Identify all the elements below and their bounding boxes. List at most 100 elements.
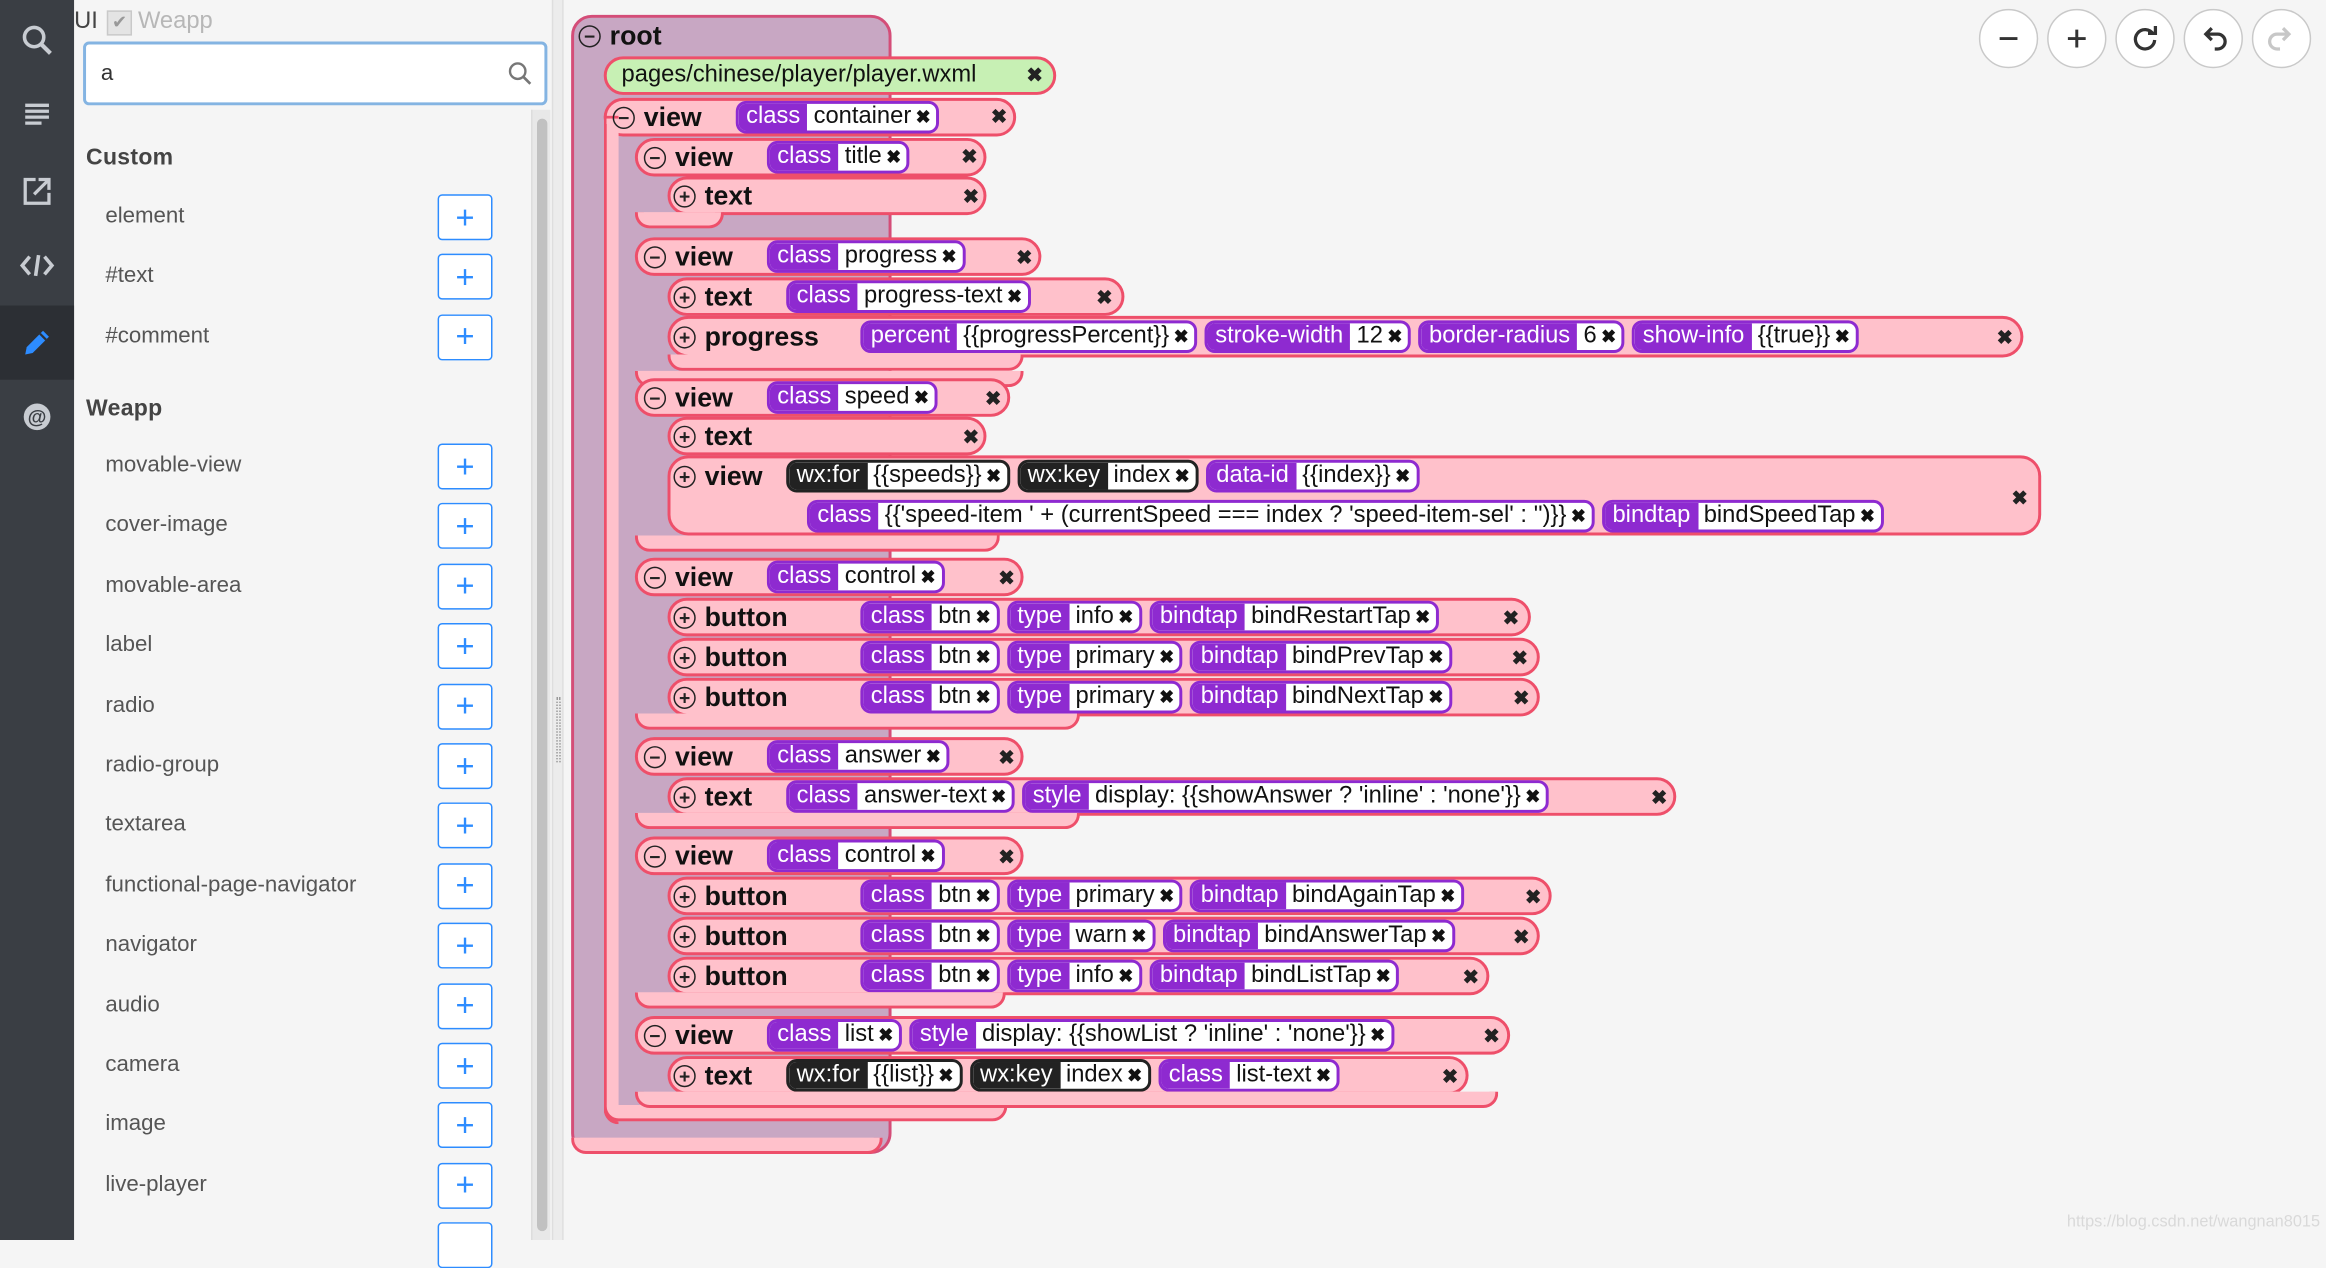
collapse-icon[interactable]: − — [578, 24, 601, 47]
panel-splitter[interactable] — [551, 0, 564, 1240]
remove-attribute-icon[interactable]: ✖ — [1159, 885, 1175, 907]
delete-node-icon[interactable]: ✖ — [1996, 326, 2013, 349]
attribute-value[interactable]: primary — [1075, 882, 1155, 908]
delete-node-icon[interactable]: ✖ — [1511, 646, 1528, 669]
splitter-grip[interactable] — [556, 697, 561, 763]
text-block[interactable] — [667, 176, 987, 216]
delete-node-icon[interactable]: ✖ — [1524, 885, 1542, 908]
delete-node-icon[interactable]: ✖ — [1026, 63, 1043, 87]
delete-node-icon[interactable]: ✖ — [961, 145, 978, 168]
node-tag[interactable]: button — [704, 601, 788, 632]
add-weapp-button[interactable]: + — [437, 623, 493, 670]
delete-node-icon[interactable]: ✖ — [990, 105, 1008, 128]
collapse-icon[interactable]: − — [643, 245, 667, 268]
weapp-item[interactable]: navigator — [105, 931, 197, 957]
add-weapp-button[interactable]: + — [437, 1162, 493, 1209]
attribute-value[interactable]: primary — [1075, 683, 1155, 709]
attribute-value[interactable]: title — [844, 143, 882, 170]
remove-attribute-icon[interactable]: ✖ — [941, 246, 957, 267]
custom-item[interactable]: #text — [105, 263, 154, 289]
remove-attribute-icon[interactable]: ✖ — [913, 387, 929, 408]
remove-attribute-icon[interactable]: ✖ — [1159, 646, 1175, 668]
remove-attribute-icon[interactable]: ✖ — [878, 1024, 894, 1046]
delete-node-icon[interactable]: ✖ — [998, 566, 1015, 589]
node-tag[interactable]: button — [704, 681, 788, 712]
delete-node-icon[interactable]: ✖ — [998, 746, 1015, 769]
weapp-item[interactable]: radio-group — [105, 752, 220, 778]
remove-attribute-icon[interactable]: ✖ — [975, 885, 991, 907]
attribute-value[interactable]: progress — [844, 243, 938, 269]
remove-attribute-icon[interactable]: ✖ — [1006, 286, 1022, 308]
remove-attribute-icon[interactable]: ✖ — [1415, 606, 1431, 628]
weapp-item[interactable]: cover-image — [105, 512, 228, 538]
node-tag[interactable]: button — [704, 641, 788, 672]
weapp-item[interactable]: textarea — [105, 811, 186, 838]
remove-attribute-icon[interactable]: ✖ — [1859, 505, 1875, 527]
attribute-value[interactable]: bindPrevTap — [1291, 643, 1424, 669]
node-tag[interactable]: text — [704, 1059, 753, 1090]
panel-scrollbar[interactable] — [531, 109, 551, 1240]
node-tag[interactable]: view — [674, 740, 733, 771]
custom-item[interactable]: element — [105, 203, 185, 229]
delete-node-icon[interactable]: ✖ — [962, 185, 979, 208]
attribute-value[interactable]: speed — [844, 384, 910, 410]
node-tag[interactable]: view — [643, 101, 702, 132]
file-path-block[interactable]: pages/chinese/player/player.wxml — [603, 56, 1057, 95]
add-weapp-button[interactable]: + — [437, 503, 493, 550]
add-weapp-button[interactable]: + — [437, 862, 493, 909]
remove-attribute-icon[interactable]: ✖ — [1428, 686, 1444, 708]
expand-icon[interactable]: + — [673, 464, 696, 488]
remove-attribute-icon[interactable]: ✖ — [985, 465, 1001, 487]
add-weapp-button[interactable]: + — [437, 683, 493, 730]
remove-attribute-icon[interactable]: ✖ — [1431, 925, 1446, 947]
zoom-out-button[interactable] — [1978, 8, 2039, 69]
undo-button[interactable] — [2183, 8, 2243, 69]
weapp-item[interactable]: radio — [105, 692, 155, 718]
add-weapp-button[interactable]: + — [437, 1042, 493, 1089]
delete-node-icon[interactable]: ✖ — [1483, 1024, 1500, 1048]
delete-node-icon[interactable]: ✖ — [1513, 686, 1530, 709]
attribute-value[interactable]: answer-text — [864, 783, 987, 809]
collapse-icon[interactable]: − — [643, 386, 667, 409]
remove-attribute-icon[interactable]: ✖ — [1174, 465, 1190, 487]
add-weapp-button[interactable]: + — [437, 743, 493, 790]
root-label[interactable]: root — [609, 20, 662, 50]
node-tag[interactable]: button — [704, 920, 788, 951]
weapp-item[interactable]: functional-page-navigator — [105, 871, 357, 898]
expand-icon[interactable]: + — [673, 964, 696, 988]
attribute-value[interactable]: {{true}} — [1757, 323, 1831, 349]
expand-icon[interactable]: + — [673, 924, 696, 948]
add-weapp-button[interactable]: + — [437, 563, 493, 610]
collapse-icon[interactable]: − — [643, 565, 667, 589]
remove-attribute-icon[interactable]: ✖ — [1601, 326, 1617, 348]
expand-icon[interactable]: + — [673, 605, 696, 629]
code-icon[interactable] — [0, 228, 74, 302]
expand-icon[interactable]: + — [673, 645, 696, 669]
add-weapp-button[interactable]: + — [437, 1102, 493, 1149]
remove-attribute-icon[interactable]: ✖ — [1395, 465, 1411, 487]
attribute-chip[interactable]: percent{{progressPercent}}✖ — [860, 320, 1198, 354]
zoom-in-button[interactable] — [2047, 8, 2107, 69]
expand-icon[interactable]: + — [673, 686, 696, 709]
remove-attribute-icon[interactable]: ✖ — [920, 845, 936, 867]
remove-attribute-icon[interactable]: ✖ — [1370, 1024, 1386, 1046]
remove-attribute-icon[interactable]: ✖ — [1131, 925, 1147, 947]
node-tag[interactable]: text — [704, 281, 753, 311]
delete-node-icon[interactable]: ✖ — [1462, 965, 1479, 988]
remove-attribute-icon[interactable]: ✖ — [1834, 326, 1850, 348]
attribute-value[interactable]: container — [813, 103, 912, 130]
add-weapp-button[interactable]: + — [437, 922, 493, 969]
